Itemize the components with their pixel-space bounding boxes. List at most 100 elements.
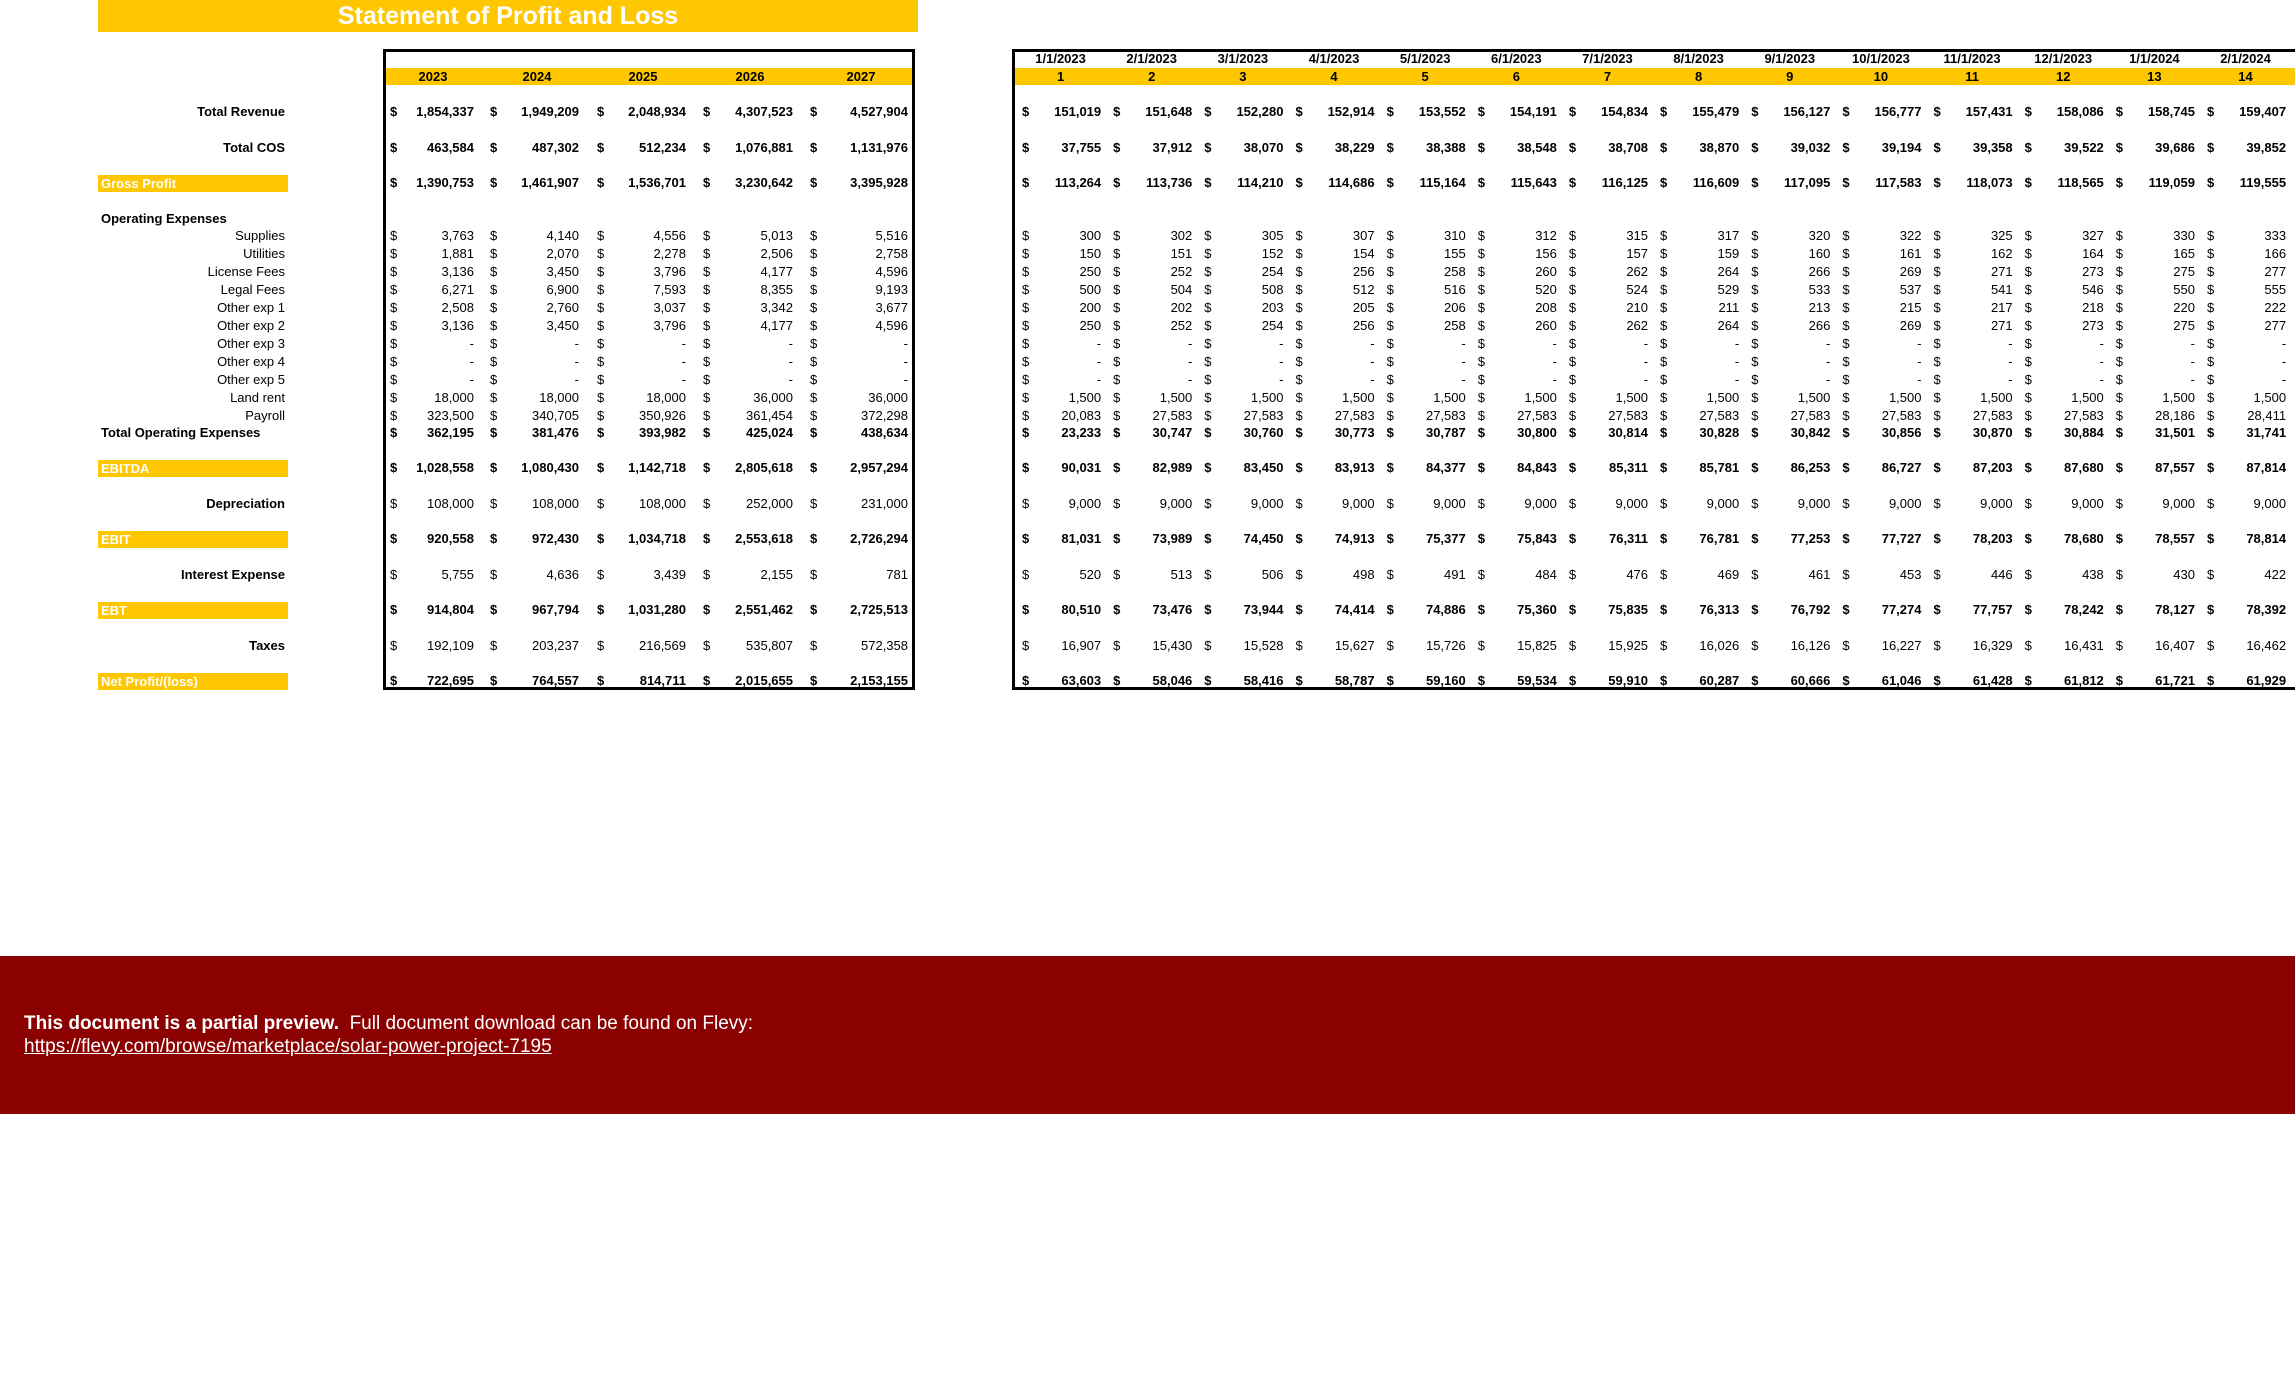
monthly-cell: $151,019 [1022, 104, 1105, 120]
monthly-value: 438 [2082, 567, 2104, 582]
currency-sign: $ [390, 246, 398, 261]
currency-sign: $ [1568, 638, 1577, 653]
annual-value: 2,553,618 [735, 531, 793, 546]
currency-sign: $ [703, 354, 711, 369]
monthly-cell: $28,411 [2207, 408, 2290, 424]
monthly-value: 260 [1535, 318, 1557, 333]
monthly-cell: $39,194 [1842, 140, 1925, 156]
currency-sign: $ [1751, 460, 1759, 475]
annual-cell: $2,015,655 [703, 673, 797, 689]
currency-sign: $ [703, 390, 711, 405]
annual-cell: $1,076,881 [703, 140, 797, 156]
monthly-value: 83,913 [1334, 460, 1375, 475]
currency-sign: $ [810, 104, 818, 119]
monthly-cell: $- [1478, 354, 1561, 370]
currency-sign: $ [703, 673, 711, 688]
monthly-cell: $85,311 [1569, 460, 1652, 476]
monthly-cell: $30,760 [1204, 425, 1287, 441]
currency-sign: $ [1933, 300, 1941, 315]
monthly-value: - [1096, 372, 1102, 387]
monthly-value: 273 [2082, 318, 2104, 333]
currency-sign: $ [810, 318, 818, 333]
monthly-cell: $- [1204, 354, 1287, 370]
monthly-value: - [1461, 336, 1466, 351]
currency-sign: $ [810, 246, 818, 261]
monthly-cell: $157,431 [1934, 104, 2017, 120]
currency-sign: $ [1933, 175, 1941, 190]
monthly-value: 15,627 [1334, 638, 1375, 653]
monthly-value: 60,287 [1699, 673, 1740, 688]
monthly-value: 317 [1717, 228, 1740, 243]
currency-sign: $ [703, 104, 711, 119]
currency-sign: $ [1477, 354, 1485, 369]
monthly-cell: $151 [1113, 246, 1196, 262]
monthly-value: 15,430 [1152, 638, 1193, 653]
currency-sign: $ [2115, 496, 2124, 511]
flevy-download-link[interactable]: https://flevy.com/browse/marketplace/sol… [24, 1036, 552, 1057]
currency-sign: $ [1295, 602, 1303, 617]
currency-sign: $ [810, 354, 818, 369]
annual-cell: $764,557 [490, 673, 583, 689]
annual-value: 3,677 [875, 300, 908, 315]
annual-value: 2,048,934 [628, 104, 686, 119]
currency-sign: $ [1660, 336, 1668, 351]
monthly-value: 30,747 [1152, 425, 1193, 440]
monthly-cell: $30,747 [1113, 425, 1196, 441]
currency-sign: $ [490, 175, 498, 190]
monthly-value: 307 [1352, 228, 1375, 243]
currency-sign: $ [703, 318, 711, 333]
currency-sign: $ [1022, 638, 1030, 653]
monthly-value: 252 [1170, 318, 1193, 333]
annual-value: 512,234 [639, 140, 686, 155]
monthly-cell: $- [1387, 354, 1470, 370]
annual-value: 1,881 [441, 246, 474, 261]
currency-sign: $ [1660, 460, 1668, 475]
currency-sign: $ [1113, 300, 1121, 315]
monthly-value: 28,186 [2155, 408, 2195, 423]
currency-sign: $ [1022, 496, 1030, 511]
annual-cell: $3,677 [810, 300, 912, 316]
currency-sign: $ [1022, 246, 1030, 261]
currency-sign: $ [2024, 175, 2032, 190]
currency-sign: $ [490, 264, 498, 279]
monthly-cell: $77,757 [1934, 602, 2017, 618]
currency-sign: $ [597, 246, 605, 261]
currency-sign: $ [810, 372, 818, 387]
currency-sign: $ [1113, 140, 1121, 155]
currency-sign: $ [1933, 354, 1941, 369]
monthly-cell: $250 [1022, 318, 1105, 334]
currency-sign: $ [1568, 372, 1577, 387]
monthly-value: 164 [2082, 246, 2104, 261]
currency-sign: $ [1022, 390, 1030, 405]
monthly-value: 151,019 [1054, 104, 1102, 119]
row-label-supplies: Supplies [235, 228, 285, 243]
annual-value: 7,593 [653, 282, 686, 297]
annual-cell: $36,000 [810, 390, 912, 406]
annual-value: 4,527,904 [850, 104, 908, 119]
month-number-header: 7 [1603, 69, 1612, 84]
annual-cell: $- [490, 372, 583, 388]
monthly-cell: $78,557 [2116, 531, 2199, 547]
monthly-cell: $330 [2116, 228, 2199, 244]
monthly-value: 31,501 [2155, 425, 2195, 440]
currency-sign: $ [1568, 460, 1577, 475]
monthly-cell: $16,126 [1751, 638, 1834, 654]
monthly-cell: $15,726 [1387, 638, 1470, 654]
monthly-value: 16,329 [1972, 638, 2013, 653]
currency-sign: $ [390, 140, 398, 155]
monthly-cell: $- [2207, 354, 2290, 370]
annual-cell: $2,726,294 [810, 531, 912, 547]
monthly-cell: $- [2207, 336, 2290, 352]
monthly-value: 87,680 [2064, 460, 2104, 475]
annual-value: 108,000 [639, 496, 686, 511]
currency-sign: $ [1842, 408, 1850, 423]
monthly-cell: $327 [2025, 228, 2108, 244]
annual-value: - [788, 372, 793, 387]
monthly-value: 159 [1717, 246, 1740, 261]
currency-sign: $ [1113, 264, 1121, 279]
row-label-total-cos: Total COS [223, 140, 285, 155]
annual-value: - [574, 336, 579, 351]
currency-sign: $ [2115, 264, 2124, 279]
annual-cell: $- [597, 354, 690, 370]
annual-cell: $3,230,642 [703, 175, 797, 191]
